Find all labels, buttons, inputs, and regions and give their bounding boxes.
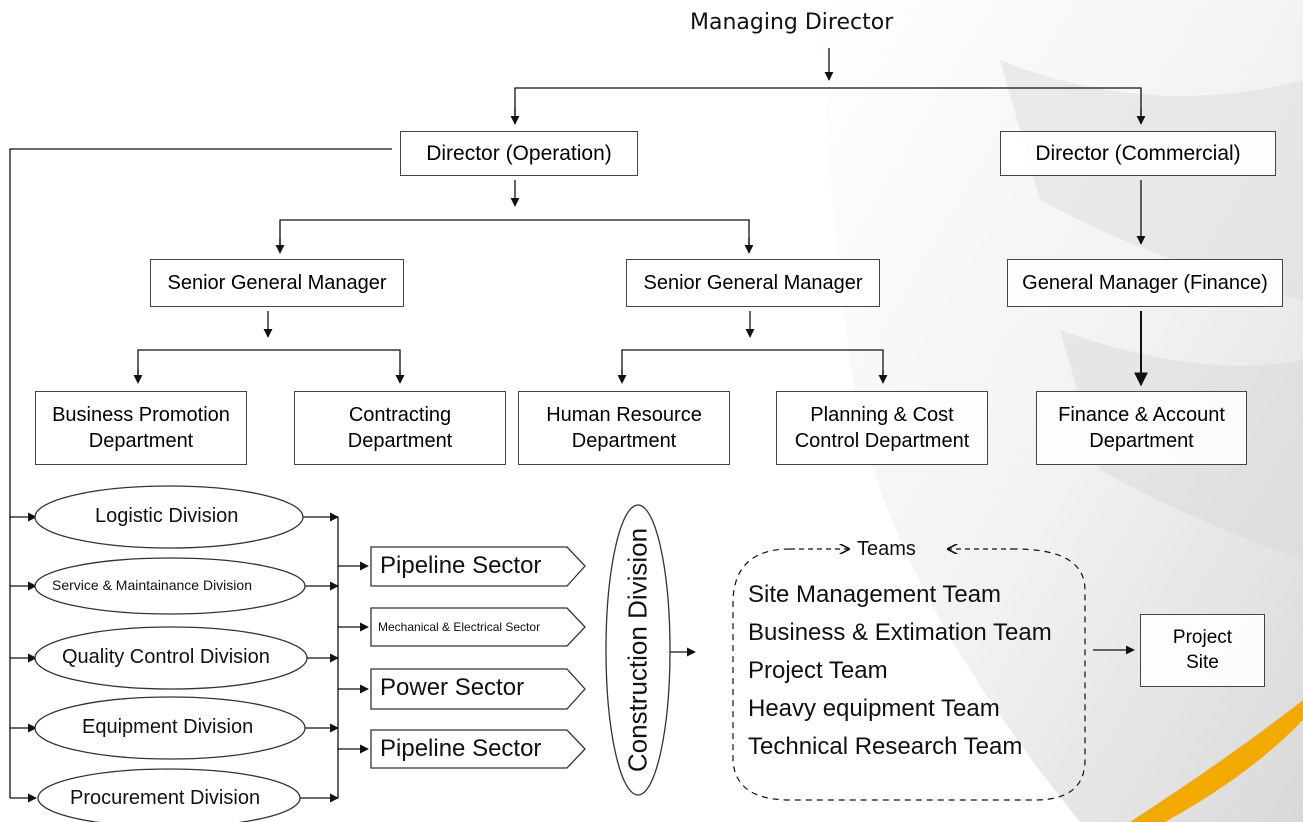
teams-title: Teams: [857, 538, 916, 560]
division-label-service: Service & Maintainance Division: [52, 577, 252, 593]
dept-business-promotion: Business Promotion Department: [35, 391, 247, 465]
teams-list: Site Management Team Business & Extimati…: [748, 576, 1052, 766]
division-label-logistic: Logistic Division: [95, 505, 239, 527]
division-label-equipment: Equipment Division: [82, 716, 254, 738]
dept-planning-label: Planning & Cost Control Department: [794, 404, 970, 452]
construction-ellipse: [605, 504, 671, 796]
sector-label-3: Power Sector: [380, 674, 525, 701]
director-operation-label: Director (Operation): [426, 141, 612, 165]
director-operation-box: Director (Operation): [400, 131, 638, 176]
team-item: Technical Research Team: [748, 733, 1023, 760]
division-ellipse-logistic: [34, 485, 304, 549]
dept-contracting: Contracting Department: [294, 391, 506, 465]
sector-label-1: Pipeline Sector: [380, 552, 542, 579]
dept-planning: Planning & Cost Control Department: [776, 391, 988, 465]
sgm-left-label: Senior General Manager: [167, 271, 387, 294]
construction-division-label: Construction Division: [622, 527, 653, 773]
director-commercial-label: Director (Commercial): [1035, 141, 1241, 165]
sector-shape-4: [370, 729, 586, 769]
sector-shape-2: [370, 607, 586, 647]
project-site-box: Project Site: [1140, 614, 1265, 687]
sector-label-4: Pipeline Sector: [380, 735, 542, 762]
division-ellipse-service: [34, 557, 306, 615]
project-site-label: Project Site: [1172, 626, 1233, 673]
division-ellipse-equipment: [34, 696, 306, 760]
gm-finance-label: General Manager (Finance): [1022, 271, 1268, 294]
division-label-procurement: Procurement Division: [70, 787, 261, 809]
division-ellipse-quality: [34, 626, 308, 690]
division-label-quality: Quality Control Division: [62, 646, 270, 668]
managing-director: Managing Director: [690, 10, 894, 35]
dept-contracting-label: Contracting Department: [347, 404, 453, 452]
gm-finance-box: General Manager (Finance): [1007, 259, 1283, 307]
team-item: Business & Extimation Team: [748, 619, 1052, 646]
team-item: Site Management Team: [748, 581, 1002, 608]
team-item: Project Team: [748, 657, 888, 684]
sector-label-2: Mechanical & Electrical Sector: [378, 620, 541, 634]
dept-finance-label: Finance & Account Department: [1058, 404, 1225, 452]
dept-finance: Finance & Account Department: [1036, 391, 1247, 465]
dept-business-promotion-label: Business Promotion Department: [52, 404, 230, 452]
sgm-left-box: Senior General Manager: [150, 259, 404, 307]
dept-human-resource: Human Resource Department: [518, 391, 730, 465]
dept-human-resource-label: Human Resource Department: [546, 404, 702, 452]
sgm-right-box: Senior General Manager: [626, 259, 880, 307]
sgm-right-label: Senior General Manager: [643, 271, 863, 294]
director-commercial-box: Director (Commercial): [1000, 131, 1276, 176]
sector-shape-3: [370, 668, 586, 710]
sector-shape-1: [370, 546, 586, 587]
team-item: Heavy equipment Team: [748, 695, 1000, 722]
division-ellipse-procurement: [37, 768, 301, 822]
